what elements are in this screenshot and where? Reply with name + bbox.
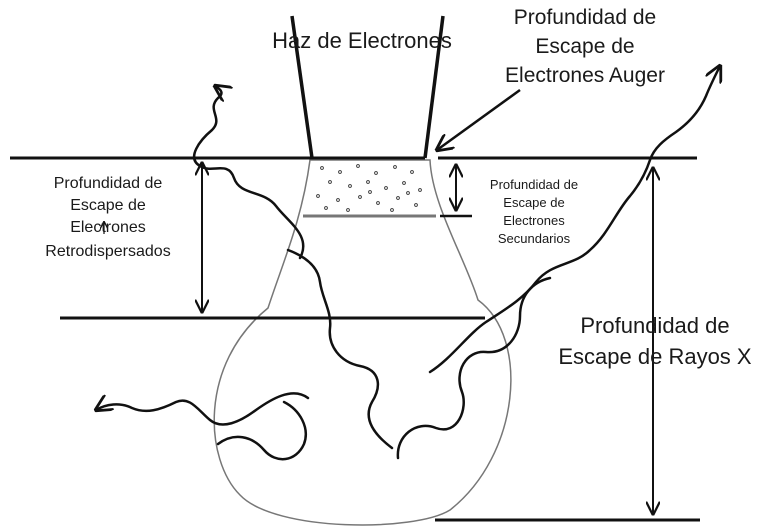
electron-path-bottom-right — [396, 276, 552, 460]
beam-line-left — [290, 15, 314, 159]
electron-path-top-right — [428, 66, 720, 374]
svg-text:Electrones: Electrones — [70, 219, 146, 236]
electron-path-bottom-left — [96, 392, 310, 426]
auger-label: Profundidad de Escape de Electrones Auge… — [505, 6, 665, 87]
svg-text:Escape de Rayos X: Escape de Rayos X — [558, 344, 752, 369]
secondary-emission-zone — [316, 164, 422, 212]
svg-text:Retrodispersados: Retrodispersados — [45, 243, 170, 260]
xray-label: Profundidad de Escape de Rayos X — [558, 313, 752, 369]
auger-pointer-arrow — [437, 88, 521, 150]
svg-text:Profundidad de: Profundidad de — [514, 6, 656, 29]
electron-path-center — [286, 248, 394, 450]
svg-text:Profundidad de: Profundidad de — [580, 313, 729, 338]
svg-text:Electrones: Electrones — [503, 213, 565, 228]
svg-text:Profundidad de: Profundidad de — [54, 175, 163, 192]
secondary-label: Profundidad de Escape de Electrones Secu… — [490, 177, 578, 246]
svg-text:Escape de: Escape de — [70, 197, 146, 214]
svg-text:Escape de: Escape de — [503, 195, 564, 210]
svg-text:Profundidad de: Profundidad de — [490, 177, 578, 192]
electron-path-deep — [216, 400, 307, 461]
electron-path-top-left — [193, 86, 305, 260]
beam-line-right — [423, 15, 445, 159]
svg-text:Secundarios: Secundarios — [498, 231, 571, 246]
beam-label: Haz de Electrones — [272, 28, 452, 53]
interaction-volume-outline — [213, 159, 512, 526]
svg-text:Electrones Auger: Electrones Auger — [505, 64, 665, 87]
backscattered-label: Profundidad de Escape de Electrones Retr… — [45, 175, 170, 260]
svg-text:Escape de: Escape de — [535, 35, 634, 58]
